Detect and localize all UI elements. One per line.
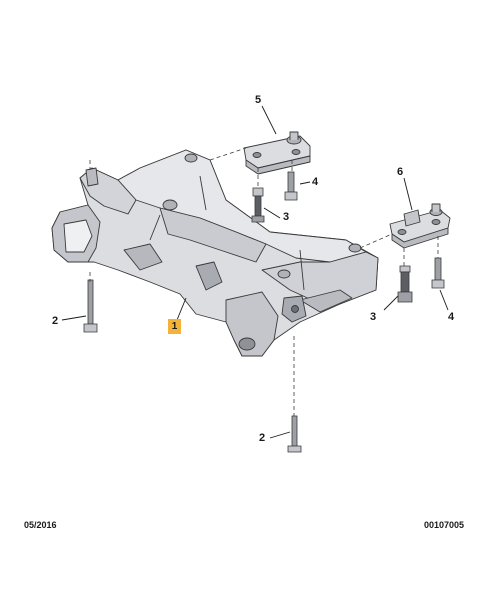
diagram-date: 05/2016 [24,520,57,530]
callout-leaders [61,105,449,439]
callout-2-left: 2 [52,315,59,327]
callout-6: 6 [397,166,404,178]
front-subframe [51,149,379,357]
bracket-6 [389,203,451,249]
callout-5: 5 [255,94,262,106]
callout-4-upper: 4 [312,176,319,188]
callout-4-lower: 4 [448,311,455,323]
callout-3-upper: 3 [283,211,290,223]
diagram-reference-number: 00107005 [424,520,465,530]
bracket-5 [243,131,311,175]
bolt-3-lower [397,265,413,303]
callout-3-lower: 3 [370,311,377,323]
bolt-2-bottom [287,415,302,453]
bolt-2-left [83,279,98,333]
callout-1-highlighted: 1 [168,319,181,334]
bolt-3-upper [251,187,265,223]
callout-2-bottom: 2 [259,432,266,444]
assembly-guide-lines [89,147,439,416]
bolt-4-lower [431,257,445,289]
bolt-4-upper [284,171,298,201]
